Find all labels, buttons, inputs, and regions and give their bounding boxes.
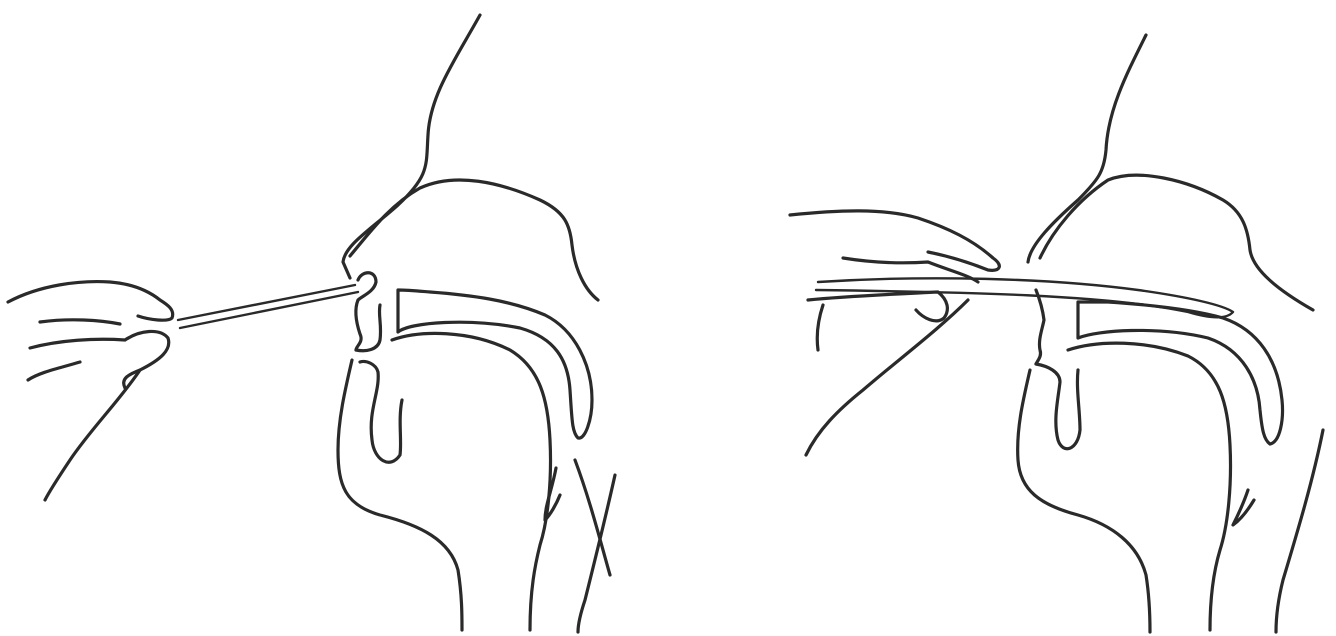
left-illustration — [0, 0, 668, 636]
lip-outline — [356, 305, 402, 462]
larynx-outline — [1233, 490, 1254, 525]
right-illustration — [668, 0, 1336, 636]
nostril-outline — [1036, 290, 1044, 364]
hand-fingers — [30, 320, 169, 388]
hard-palate — [1078, 302, 1283, 444]
swab-stick — [816, 278, 1233, 317]
tongue-throat-curve — [1068, 343, 1231, 630]
lip-outline — [1036, 364, 1080, 449]
hard-palate — [398, 290, 592, 438]
nasal-cavity-outline — [350, 180, 598, 300]
chin-neck-outline — [1018, 370, 1150, 632]
tongue-throat-curve — [392, 333, 551, 630]
chin-neck-outline — [338, 360, 462, 630]
pharynx-back-wall — [1276, 430, 1323, 632]
panel-swab-inserted — [668, 0, 1336, 636]
swab-stick — [178, 285, 358, 328]
pharynx-back-wall — [578, 475, 615, 632]
nostril-outline — [356, 273, 376, 350]
hand-thumb — [806, 300, 968, 455]
face-profile-outline — [1028, 35, 1146, 262]
hand-outline — [8, 282, 173, 321]
panel-swab-at-nostril — [0, 0, 668, 636]
larynx-outline — [545, 460, 610, 575]
